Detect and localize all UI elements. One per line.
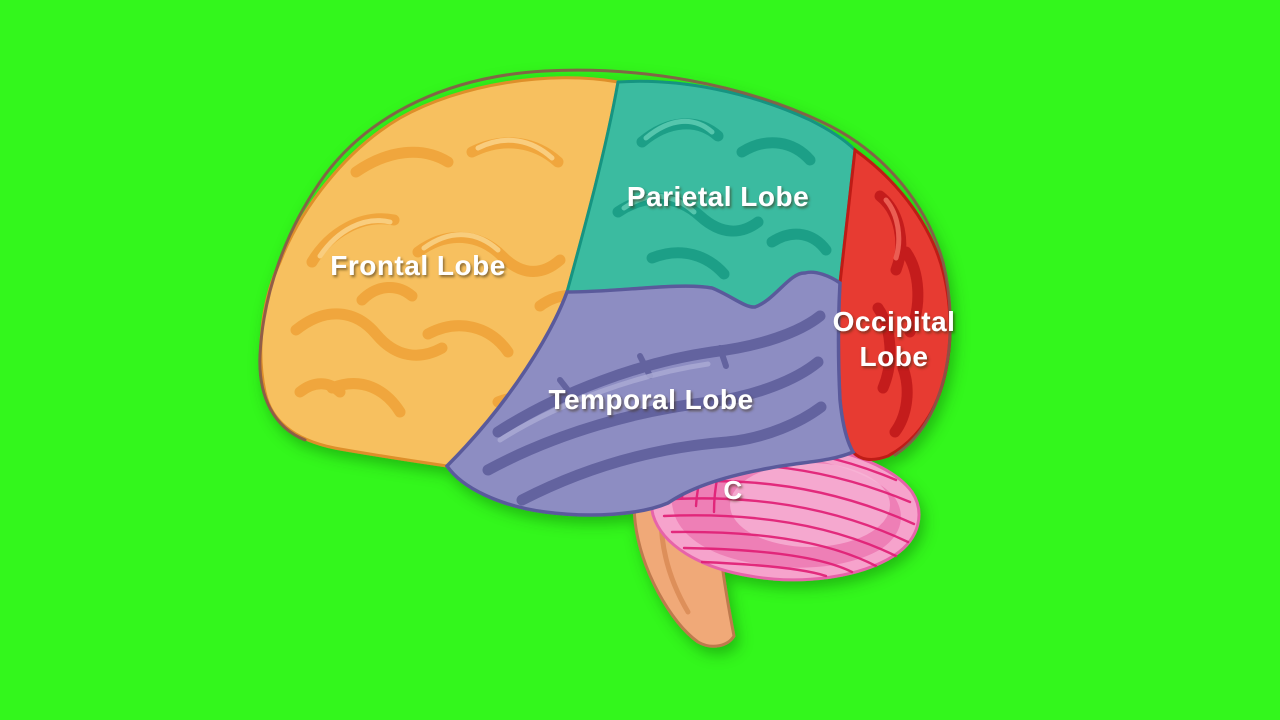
gyrus-line	[294, 378, 346, 398]
gyrus-highlight	[475, 137, 555, 161]
gyrus-highlight	[883, 197, 902, 261]
occipital-lobe	[837, 147, 952, 461]
lobe-labels: Frontal Lobe Parietal Lobe Occipital Lob…	[330, 181, 955, 505]
striation-line	[682, 546, 854, 574]
striation-line	[670, 530, 878, 568]
gyrus-line	[492, 310, 826, 438]
gyrus-highlight	[621, 193, 697, 215]
gyrus-line	[326, 378, 406, 418]
striation-line	[662, 514, 898, 558]
striation-line	[700, 560, 828, 578]
gyrus-line	[350, 146, 454, 178]
parietal-lobe-highlights	[621, 118, 715, 215]
frontal-lobe-highlights	[317, 137, 555, 259]
gyrus-line	[356, 282, 418, 306]
gyrus-tick	[557, 377, 577, 401]
gyrus-highlight	[421, 232, 501, 253]
gyrus-line	[482, 356, 824, 476]
parietal-lobe-label: Parietal Lobe	[627, 181, 809, 212]
frontal-lobe	[259, 76, 620, 468]
temporal-lobe-label: Temporal Lobe	[548, 384, 753, 415]
gyrus-highlight	[643, 118, 715, 141]
gyrus-highlight	[497, 361, 711, 443]
cerebellum-label-partial: C	[723, 475, 742, 505]
brain-illustration	[258, 68, 952, 648]
frontal-lobe-label: Frontal Lobe	[330, 250, 506, 281]
temporal-lobe-highlights	[497, 361, 711, 443]
gyrus-highlight	[317, 218, 393, 259]
gyrus-line	[889, 362, 913, 438]
gyrus-line	[872, 302, 896, 394]
gyrus-line	[736, 137, 816, 166]
occipital-lobe-label-line2: Lobe	[860, 341, 929, 372]
occipital-lobe-highlights	[883, 197, 902, 261]
gyrus-tick	[717, 345, 729, 369]
gyrus-line	[516, 401, 827, 506]
occipital-lobe-label-line1: Occipital	[833, 306, 956, 337]
brain-outline	[258, 68, 952, 457]
temporal-lobe-gyri	[482, 310, 827, 506]
parietal-lobe	[565, 79, 857, 309]
gyrus-line	[766, 228, 832, 256]
temporal-lobe	[444, 270, 856, 517]
gyrus-line	[290, 308, 448, 361]
gyrus-line	[422, 320, 514, 358]
gyrus-tick	[637, 353, 653, 379]
temporal-lobe-shape	[444, 270, 856, 517]
gyrus-line	[646, 247, 730, 280]
gyrus-line	[900, 246, 924, 338]
striation-line	[656, 497, 910, 544]
